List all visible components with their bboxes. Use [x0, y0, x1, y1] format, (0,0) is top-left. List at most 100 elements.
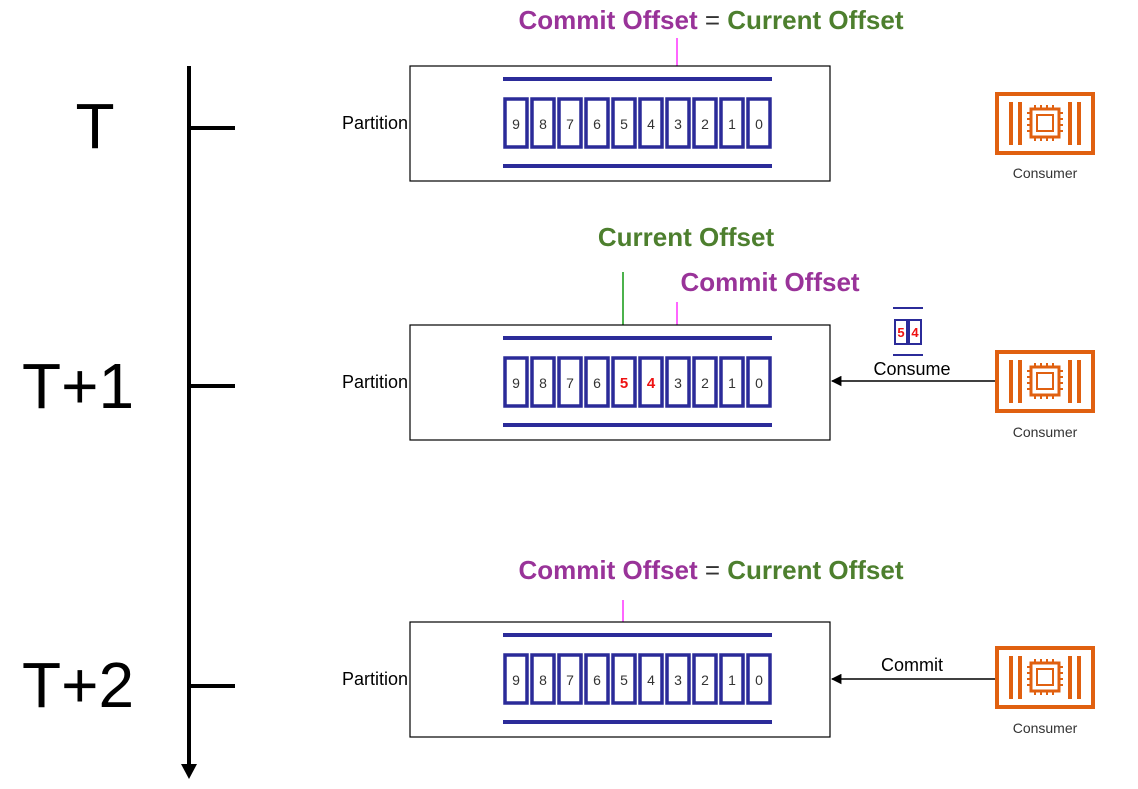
current-offset-label: Current Offset	[727, 555, 904, 585]
message-cell	[665, 653, 691, 705]
commit-offset-label: Commit Offset	[680, 267, 859, 297]
consumer-label: Consumer	[1013, 720, 1078, 736]
message-cell	[530, 653, 556, 705]
batch-cell	[894, 319, 908, 345]
message-cell	[557, 356, 583, 408]
commit-offset-label: Commit Offset	[518, 555, 697, 585]
message-cell	[611, 653, 637, 705]
message-offset: 0	[755, 672, 763, 688]
message-offset: 3	[674, 672, 682, 688]
partition-label: Partition	[342, 669, 408, 689]
message-cell	[611, 356, 637, 408]
message-offset: 6	[593, 375, 601, 391]
partition-t1: Partition 9 8 7 6 5 4 3 2 1 0	[342, 324, 831, 441]
message-offset: 8	[539, 116, 547, 132]
message-cell	[719, 97, 745, 149]
time-label-t1: T+1	[22, 350, 134, 422]
commit-offset-label: Commit Offset	[518, 5, 697, 35]
partition-t2: Partition 9 8 7 6 5 4 3 2 1 0	[342, 621, 831, 738]
message-cell	[503, 97, 529, 149]
consume-label: Consume	[873, 359, 950, 379]
consumer-icon	[995, 92, 1095, 155]
message-offset: 5	[620, 116, 628, 132]
message-offset: 5	[620, 672, 628, 688]
message-offset: 7	[566, 116, 574, 132]
message-cell	[719, 653, 745, 705]
message-offset: 4	[647, 672, 655, 688]
message-offset: 6	[593, 672, 601, 688]
batch-cell	[908, 319, 922, 345]
consumer-t: Consumer	[995, 92, 1095, 181]
consumer-icon	[995, 350, 1095, 413]
message-offset: 5	[620, 375, 628, 392]
message-cell	[665, 356, 691, 408]
message-offset: 1	[728, 672, 736, 688]
message-cell	[584, 653, 610, 705]
equals-sign: =	[705, 555, 727, 585]
message-offset: 3	[674, 375, 682, 391]
message-offset: 6	[593, 116, 601, 132]
message-offset: 0	[755, 116, 763, 132]
message-cell	[692, 356, 718, 408]
message-cell	[611, 97, 637, 149]
stage-t2-offset-heading: Commit Offset = Current Offset	[518, 555, 903, 585]
consumer-icon	[995, 646, 1095, 709]
equals-sign: =	[705, 5, 727, 35]
message-offset: 1	[728, 375, 736, 391]
consumer-t2: Consumer Commit	[830, 646, 1095, 736]
time-label-t2: T+2	[22, 649, 134, 721]
stage-t-offset-heading: Commit Offset = Current Offset	[518, 5, 903, 35]
message-cell	[746, 356, 772, 408]
message-offset: 1	[728, 116, 736, 132]
partition-t: Partition 9 8 7 6 5 4 3 2 1 0	[342, 65, 831, 182]
message-offset: 4	[647, 116, 655, 132]
message-offset: 4	[647, 375, 656, 392]
partition-label: Partition	[342, 372, 408, 392]
message-offset: 9	[512, 672, 520, 688]
consumer-t1: Consumer Consume 5 4	[830, 307, 1095, 440]
message-offset: 9	[512, 375, 520, 391]
time-label-t: T	[75, 90, 114, 162]
current-offset-label: Current Offset	[598, 222, 775, 252]
message-cell	[719, 356, 745, 408]
message-cell	[530, 97, 556, 149]
message-offset: 9	[512, 116, 520, 132]
message-cell	[503, 653, 529, 705]
message-offset: 2	[701, 116, 709, 132]
message-cell	[557, 653, 583, 705]
commit-label: Commit	[881, 655, 943, 675]
batch-cell-value: 5	[897, 325, 904, 340]
consumer-label: Consumer	[1013, 165, 1078, 181]
message-offset: 8	[539, 375, 547, 391]
message-cell	[638, 653, 664, 705]
message-offset: 2	[701, 672, 709, 688]
timeline: T T+1 T+2	[22, 66, 235, 779]
consumer-label: Consumer	[1013, 424, 1078, 440]
consumed-batch: 5 4	[893, 307, 923, 356]
message-offset: 0	[755, 375, 763, 391]
message-cell	[638, 356, 664, 408]
current-offset-label: Current Offset	[727, 5, 904, 35]
partition-label: Partition	[342, 113, 408, 133]
message-cell	[638, 97, 664, 149]
message-cell	[584, 356, 610, 408]
stage-t1-header: Current Offset Commit Offset	[598, 222, 860, 357]
message-cell	[584, 97, 610, 149]
message-cell	[557, 97, 583, 149]
message-offset: 2	[701, 375, 709, 391]
message-offset: 3	[674, 116, 682, 132]
message-cell	[692, 653, 718, 705]
stage-t2-header: Commit Offset = Current Offset	[518, 555, 904, 654]
message-offset: 8	[539, 672, 547, 688]
message-cell	[665, 97, 691, 149]
timeline-arrowhead	[181, 764, 197, 779]
message-cell	[692, 97, 718, 149]
batch-cell-value: 4	[911, 325, 919, 340]
message-offset: 7	[566, 375, 574, 391]
message-cell	[530, 356, 556, 408]
message-offset: 7	[566, 672, 574, 688]
message-cell	[503, 356, 529, 408]
message-cell	[746, 97, 772, 149]
